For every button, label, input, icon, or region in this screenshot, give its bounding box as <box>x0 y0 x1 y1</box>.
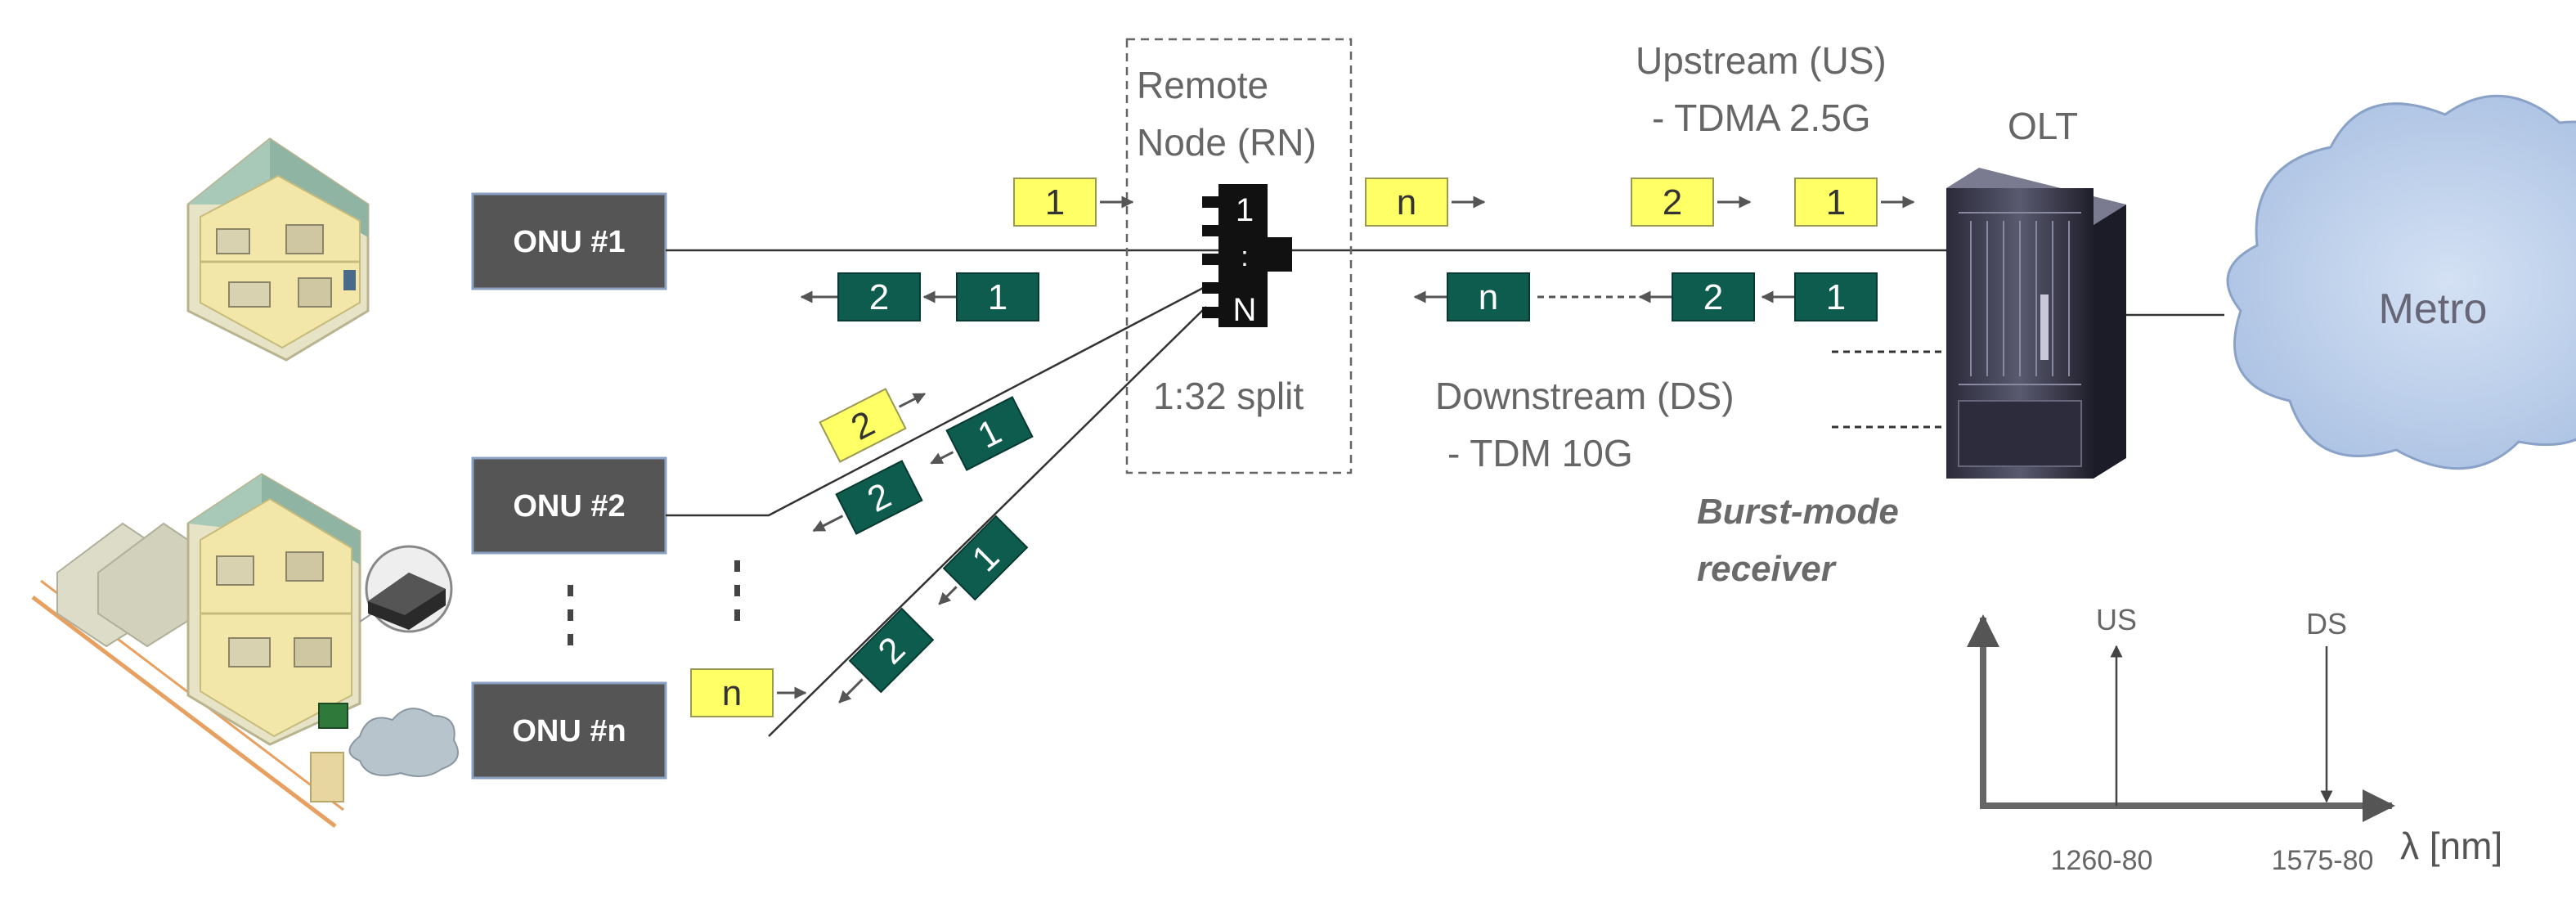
svg-text:n: n <box>722 673 742 713</box>
metro-label: Metro <box>2379 285 2488 333</box>
us-wavelength-label: US <box>2096 603 2137 636</box>
packet-up-feeder-2: 2 <box>1631 178 1752 227</box>
splitter-port-sep: : <box>1241 241 1248 272</box>
packet-down-feeder-2: 2 <box>1638 272 1755 321</box>
packet-up-feeder-1: 1 <box>1794 178 1915 227</box>
packet-down-feeder-n: n <box>1413 272 1530 321</box>
packet-up-feeder-n: n <box>1365 178 1486 227</box>
svg-text:1: 1 <box>1045 182 1065 223</box>
packet-branch2-1: 1 <box>930 396 1034 471</box>
burst-mode-label-2: receiver <box>1697 549 1838 589</box>
packet-down-onu1-1: 1 <box>922 272 1039 321</box>
wavelength-axis-label: λ [nm] <box>2400 825 2502 867</box>
splitter-port-1: 1 <box>1236 192 1254 228</box>
packet-branchn-1: 1 <box>938 515 1029 605</box>
burst-mode-label-1: Burst-mode <box>1697 492 1899 532</box>
svg-text:n: n <box>1479 277 1498 317</box>
onu-2-label: ONU #2 <box>513 489 625 524</box>
onu-ellipsis <box>568 585 573 645</box>
us-wavelength-range: 1260-80 <box>2051 845 2153 876</box>
packet-down-feeder-1: 1 <box>1761 272 1878 321</box>
ds-wavelength-range: 1575-80 <box>2272 845 2374 876</box>
svg-text:2: 2 <box>1703 277 1723 317</box>
wavelength-spectrum: US DS 1260-80 1575-80 λ [nm] <box>1967 603 2502 876</box>
metro-cloud: Metro <box>2226 94 2576 470</box>
packet-up-onu2: 2 <box>819 388 927 463</box>
olt-extra-ports <box>1832 350 1942 429</box>
packet-branch2-2: 2 <box>812 460 923 535</box>
split-ratio: 1:32 split <box>1153 375 1304 417</box>
onu-1-box: ONU #1 <box>471 192 667 290</box>
upstream-title: Upstream (US) <box>1636 39 1887 82</box>
splitter-port-n: N <box>1233 292 1257 328</box>
packet-up-onu1: 1 <box>1013 178 1134 227</box>
branch-ellipsis <box>734 560 740 621</box>
remote-node-boundary <box>1125 38 1353 474</box>
onu-n-label: ONU #n <box>512 714 626 748</box>
downstream-rate: - TDM 10G <box>1447 432 1633 474</box>
remote-node-title-2: Node (RN) <box>1137 121 1317 164</box>
remote-node: Remote Node (RN) 1 : N 1:32 split <box>1125 38 1353 474</box>
packet-branchn-2: 2 <box>838 607 935 703</box>
fiber-onun <box>768 306 1207 737</box>
olt-chassis: OLT <box>1946 105 2126 479</box>
downstream-title: Downstream (DS) <box>1435 375 1735 417</box>
svg-text:2: 2 <box>1663 182 1682 223</box>
upstream-rate: - TDMA 2.5G <box>1652 97 1871 139</box>
splitter: 1 : N <box>1202 184 1292 328</box>
olt-label: OLT <box>2008 105 2078 147</box>
onu-1-label: ONU #1 <box>513 225 625 259</box>
svg-text:1: 1 <box>1826 182 1846 223</box>
onu-2-box: ONU #2 <box>471 456 667 555</box>
svg-text:2: 2 <box>869 277 889 317</box>
house-2-illustration <box>31 473 459 828</box>
packet-up-onun: n <box>690 668 807 717</box>
ds-wavelength-label: DS <box>2306 607 2347 641</box>
fiber-onu2 <box>666 285 1207 517</box>
house-1-illustration <box>186 137 370 362</box>
packet-down-onu1-2: 2 <box>800 272 921 321</box>
svg-text:1: 1 <box>988 277 1008 317</box>
svg-text:n: n <box>1397 182 1416 223</box>
svg-text:1: 1 <box>1826 277 1846 317</box>
onu-n-box: ONU #n <box>471 681 667 780</box>
remote-node-title-1: Remote <box>1137 64 1268 106</box>
